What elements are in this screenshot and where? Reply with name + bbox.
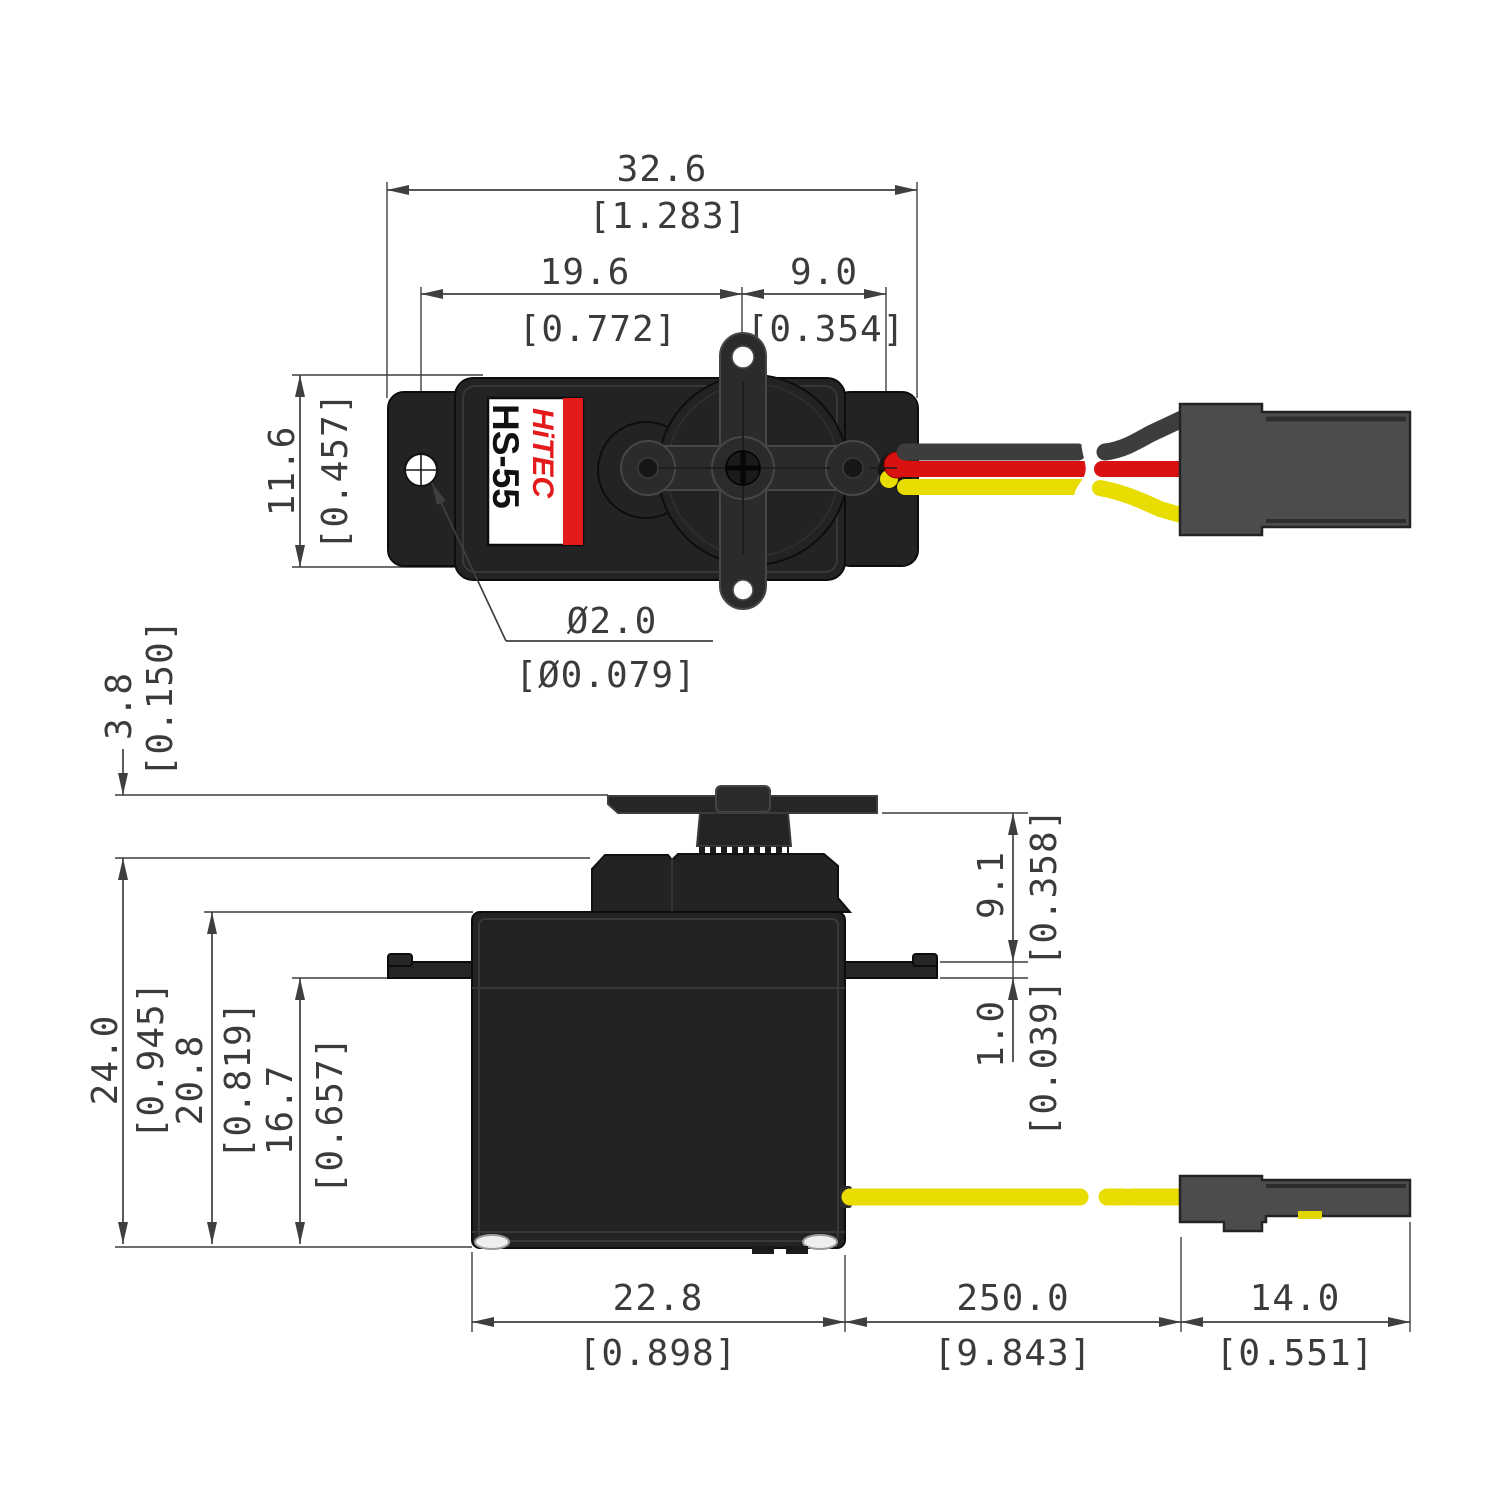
dim-mount-hole: Ø2.0 [Ø0.079] bbox=[431, 482, 713, 696]
dim-text-hole-to-center-in: [0.772] bbox=[519, 309, 678, 350]
right-flange-nub bbox=[912, 953, 938, 967]
horn-top-hole bbox=[731, 345, 755, 369]
dim-horn-to-flange: 9.1 [0.358] bbox=[882, 808, 1065, 967]
dim-text-case-length-mm: 22.8 bbox=[613, 1278, 704, 1319]
dim-text-connector-length-in: [0.551] bbox=[1216, 1333, 1375, 1374]
case-edge-highlight-side bbox=[478, 918, 839, 1242]
connector-side bbox=[1178, 1174, 1412, 1233]
dim-text-case-width-in: [0.457] bbox=[315, 392, 356, 551]
dim-flange-to-bottom: 16.7 [0.657] bbox=[260, 977, 390, 1244]
horn-left-hole bbox=[637, 457, 659, 479]
dim-text-flange-to-bottom-in: [0.657] bbox=[310, 1036, 351, 1195]
dim-text-horn-height-mm: 3.8 bbox=[99, 672, 140, 740]
output-spline bbox=[695, 812, 793, 847]
connector-latch-detail bbox=[1298, 1211, 1322, 1219]
dim-text-flange-thickness-mm: 1.0 bbox=[971, 1000, 1012, 1068]
connector-housing-side bbox=[1178, 1174, 1412, 1233]
dim-center-to-wire: 9.0 [0.354] bbox=[742, 252, 906, 450]
mount-hole bbox=[402, 451, 440, 489]
dim-text-horn-height-in: [0.150] bbox=[140, 619, 181, 778]
dim-case-height: 24.0 [0.945] bbox=[85, 858, 472, 1248]
leader-line bbox=[431, 482, 507, 642]
dim-text-hole-to-center-mm: 19.6 bbox=[540, 252, 631, 293]
dim-text-body-height-mm: 20.8 bbox=[170, 1035, 211, 1126]
dim-text-case-width-mm: 11.6 bbox=[262, 426, 303, 517]
servo-side bbox=[387, 785, 1412, 1254]
left-flange-nub bbox=[387, 953, 413, 967]
dim-text-center-to-wire-in: [0.354] bbox=[747, 309, 906, 350]
dim-text-case-height-mm: 24.0 bbox=[85, 1015, 126, 1106]
model-text: HS-55 bbox=[485, 404, 526, 509]
dim-text-center-to-wire-mm: 9.0 bbox=[790, 252, 858, 293]
dim-text-horn-to-flange-mm: 9.1 bbox=[971, 851, 1012, 919]
dim-horn-height: 3.8 [0.150] bbox=[99, 619, 608, 859]
bottom-tab bbox=[752, 1246, 774, 1254]
dim-text-flange-thickness-in: [0.039] bbox=[1024, 979, 1065, 1138]
dim-text-mount-hole-mm: Ø2.0 bbox=[567, 601, 658, 642]
product-label: HS-55 HiTEC bbox=[485, 396, 585, 547]
horn-bottom-hole bbox=[732, 579, 754, 601]
dim-text-overall-width-mm: 32.6 bbox=[617, 149, 708, 190]
dim-text-body-height-in: [0.819] bbox=[218, 1001, 259, 1160]
dim-overall-width: 32.6 [1.283] bbox=[386, 149, 918, 398]
top-view: 32.6 [1.283] 19.6 [0.772] 9.0 [0.354] 11… bbox=[262, 149, 1412, 696]
servo-case-side bbox=[471, 911, 846, 1249]
right-foot bbox=[802, 1234, 838, 1250]
bottom-tab bbox=[786, 1246, 808, 1254]
dim-text-horn-to-flange-in: [0.358] bbox=[1024, 808, 1065, 967]
gear-housing bbox=[591, 853, 853, 913]
dim-hole-to-center: 19.6 [0.772] bbox=[420, 252, 743, 452]
dim-text-wire-length-in: [9.843] bbox=[934, 1333, 1093, 1374]
left-foot bbox=[474, 1234, 510, 1250]
dim-text-connector-length-mm: 14.0 bbox=[1250, 1278, 1341, 1319]
label-red-stripe bbox=[563, 398, 583, 545]
dim-body-height: 20.8 [0.819] bbox=[170, 911, 473, 1244]
lead-wires-top bbox=[896, 410, 1192, 537]
dim-text-flange-to-bottom-mm: 16.7 bbox=[260, 1065, 301, 1156]
connector-housing bbox=[1178, 402, 1412, 537]
brand-logo: HiTEC bbox=[526, 408, 559, 499]
side-view: 3.8 [0.150] 24.0 [0.945] 20.8 [0.819] 16… bbox=[85, 619, 1412, 1374]
dim-text-wire-length-mm: 250.0 bbox=[956, 1278, 1069, 1319]
dim-text-case-height-in: [0.945] bbox=[131, 981, 172, 1140]
dim-text-overall-width-in: [1.283] bbox=[589, 196, 748, 237]
dim-wire-length: 250.0 [9.843] bbox=[845, 1237, 1182, 1374]
dim-text-mount-hole-in: [Ø0.079] bbox=[515, 655, 696, 696]
dim-text-case-length-in: [0.898] bbox=[579, 1333, 738, 1374]
black-wire-2 bbox=[1096, 410, 1191, 461]
dim-case-width: 11.6 [0.457] bbox=[262, 374, 487, 568]
yellow-wire-2 bbox=[1092, 480, 1192, 524]
horn-screw-cap bbox=[715, 785, 771, 813]
connector-top bbox=[1178, 402, 1412, 537]
servo-horn bbox=[620, 332, 881, 610]
servo-top: HS-55 HiTEC bbox=[387, 332, 1412, 610]
horn-right-hole bbox=[842, 457, 864, 479]
dim-connector-length: 14.0 [0.551] bbox=[1181, 1222, 1411, 1374]
dim-case-length: 22.8 [0.898] bbox=[471, 1252, 846, 1374]
wire-break-symbol bbox=[1073, 417, 1106, 537]
dim-flange-thickness: 1.0 [0.039] bbox=[940, 962, 1065, 1137]
